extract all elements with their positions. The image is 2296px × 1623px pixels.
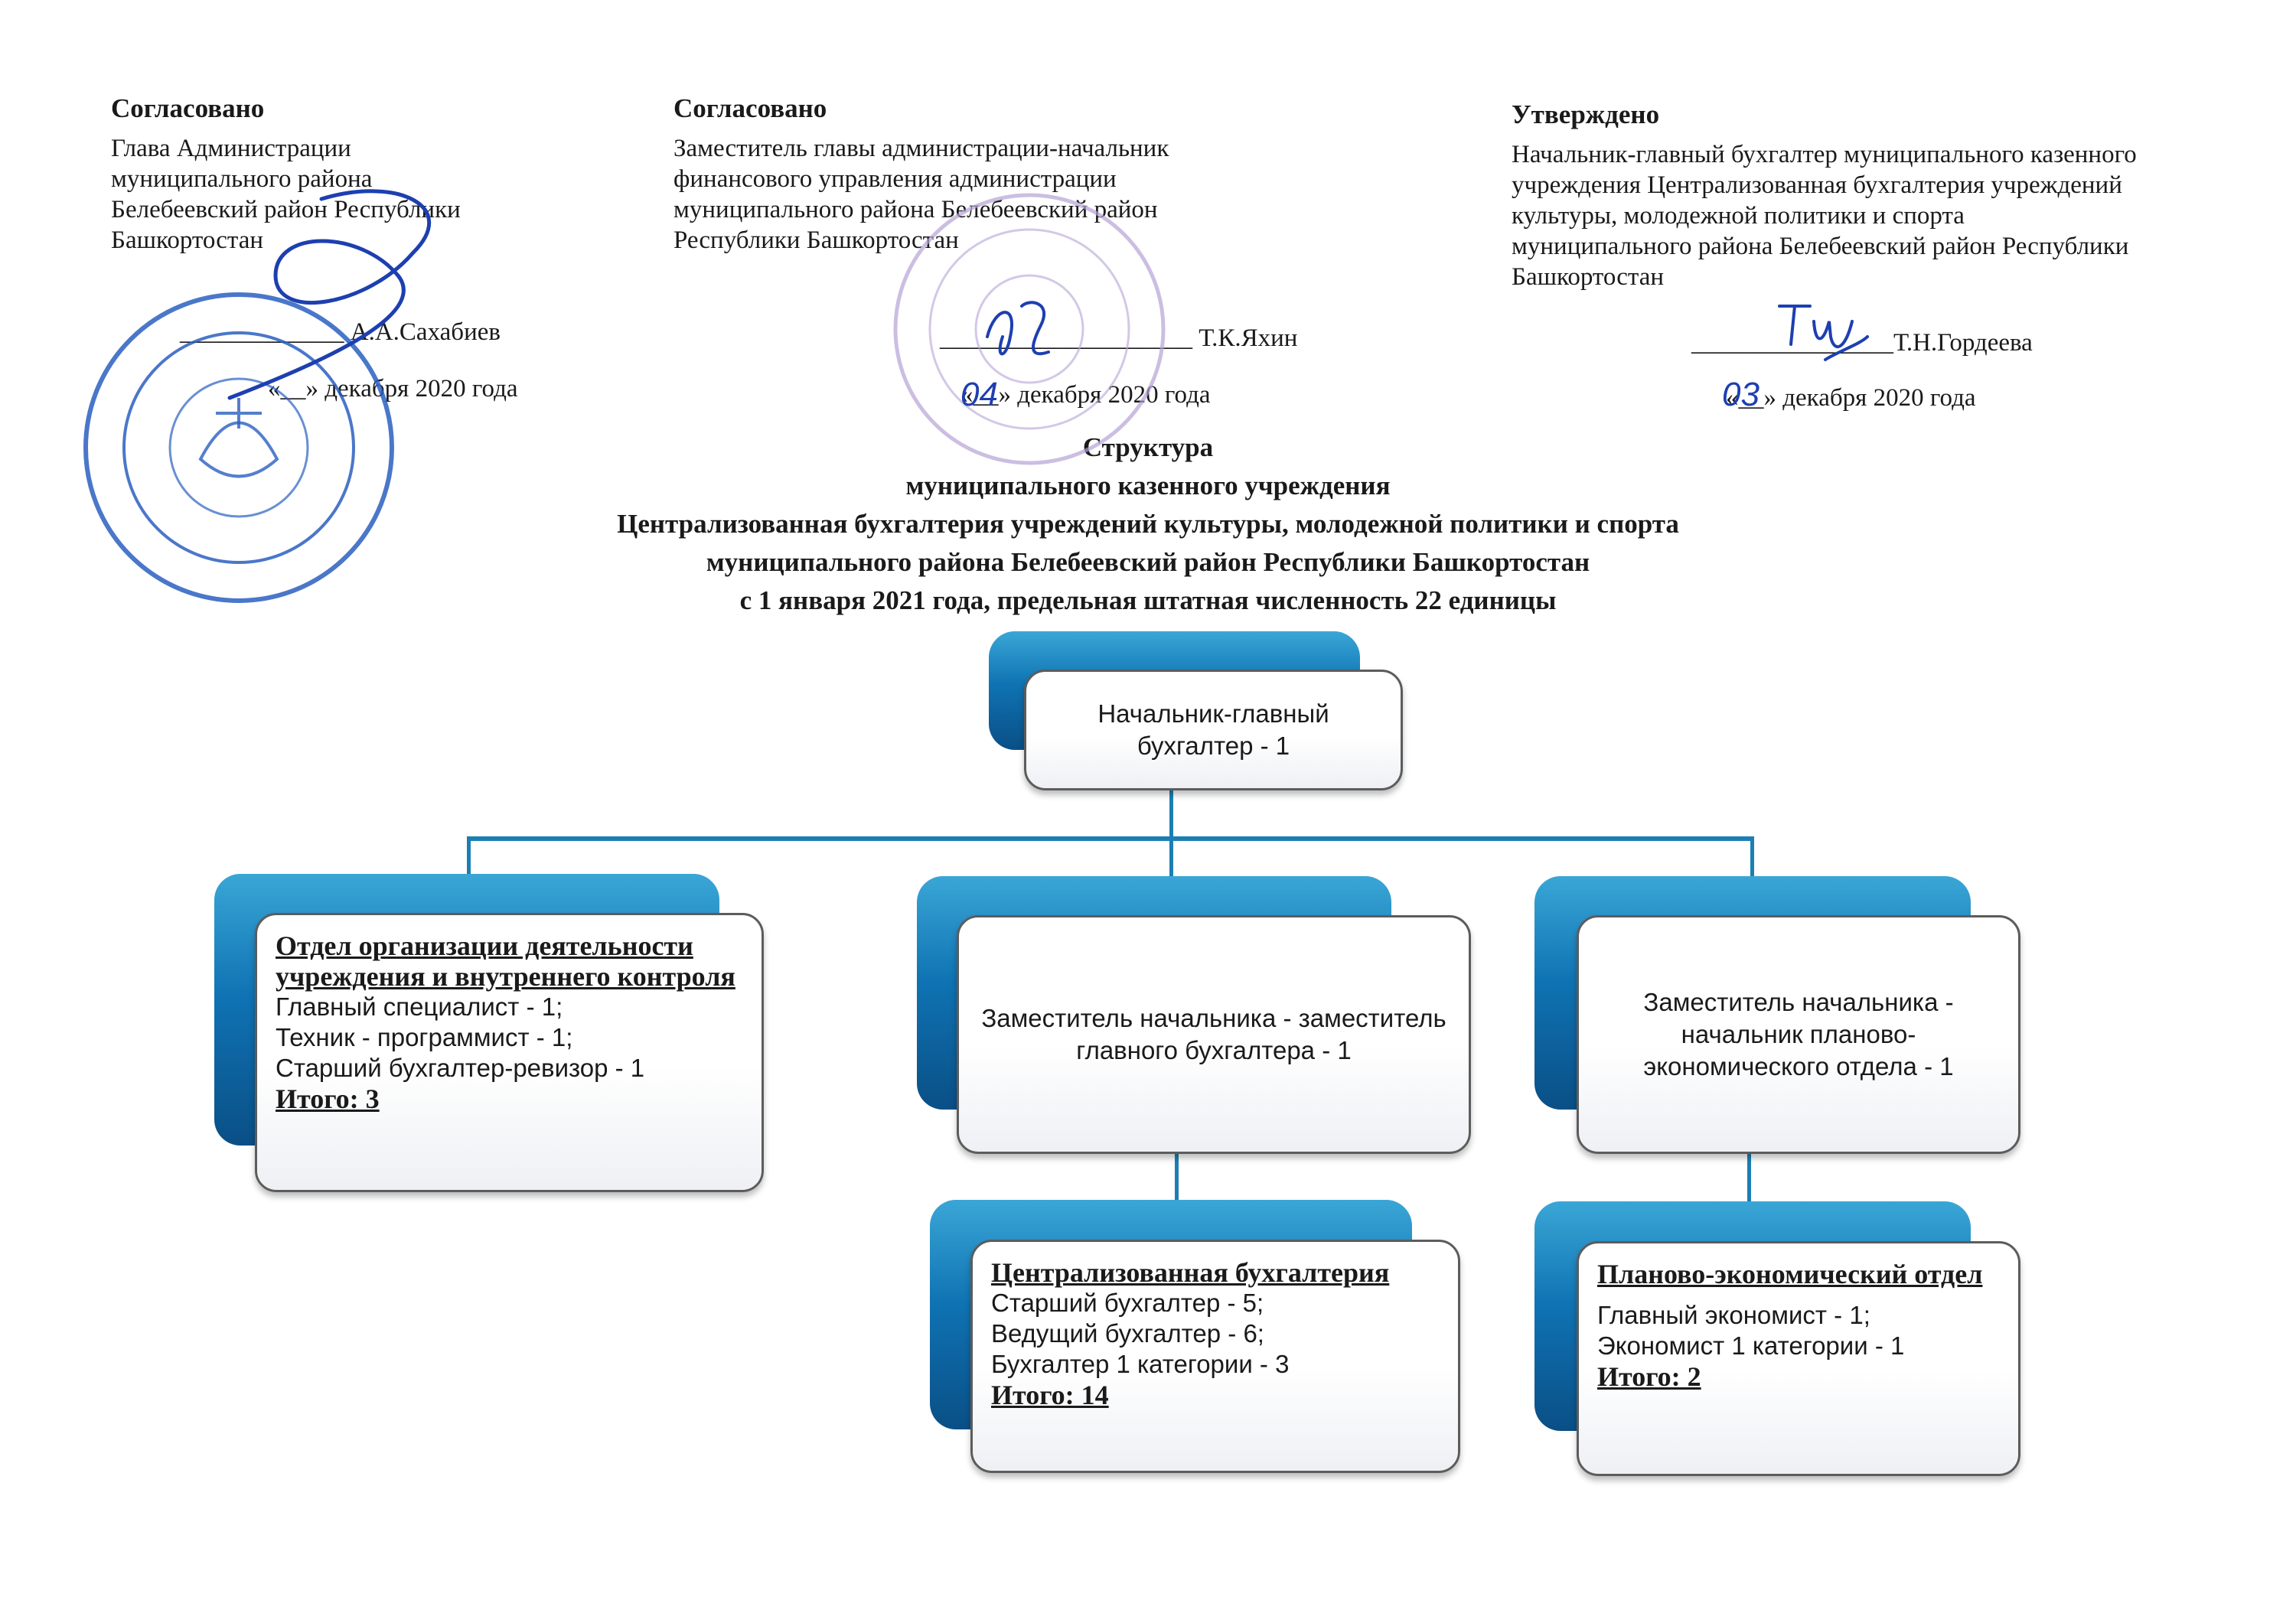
dept-total: Итого: 14 bbox=[991, 1380, 1109, 1410]
approval-heading: Утверждено bbox=[1512, 99, 1660, 129]
box-deputy-chief-accountant: Заместитель начальника - заместитель гла… bbox=[957, 915, 1471, 1154]
approval-line: учреждения Централизованная бухгалтерия … bbox=[1512, 171, 2122, 199]
handwritten-signature-sakhabiev bbox=[227, 189, 432, 400]
date-line-first: «__» декабря 2020 года bbox=[268, 375, 518, 402]
box-dept-planning: Планово-экономический отдел Главный экон… bbox=[1577, 1241, 2020, 1476]
staff-item: Старший бухгалтер-ревизор - 1 bbox=[276, 1054, 645, 1082]
approval-block-chief-accountant: Утверждено Начальник-главный бухгалтер м… bbox=[1512, 99, 2137, 292]
dept-name: Централизованная бухгалтерия bbox=[991, 1257, 1390, 1288]
connector-left-drop bbox=[467, 836, 471, 875]
box-deputy-planning: Заместитель начальника - начальник плано… bbox=[1577, 915, 2020, 1154]
approval-line: муниципального района bbox=[111, 165, 373, 193]
approval-line: муниципального района Белебеевский район bbox=[673, 196, 1158, 223]
document-title: Структура муниципального казенного учреж… bbox=[0, 429, 2296, 620]
dept-total: Итого: 3 bbox=[276, 1084, 380, 1114]
box-label: Заместитель начальника - начальник плано… bbox=[1643, 988, 1954, 1080]
approval-line: Глава Администрации bbox=[111, 135, 351, 162]
connector-middle-to-accounting bbox=[1175, 1152, 1179, 1201]
staff-item: Старший бухгалтер - 5; bbox=[991, 1289, 1264, 1317]
connector-right-to-planning bbox=[1747, 1152, 1751, 1201]
approval-heading: Согласовано bbox=[111, 93, 265, 123]
box-dept-control: Отдел организации деятельности учреждени… bbox=[255, 913, 764, 1192]
dept-total: Итого: 2 bbox=[1597, 1361, 1701, 1392]
staff-item: Бухгалтер 1 категории - 3 bbox=[991, 1350, 1290, 1378]
faint-seal-stamp bbox=[893, 193, 1166, 465]
connector-middle-drop bbox=[1169, 836, 1173, 876]
approval-block-finance-deputy: Согласовано Заместитель главы администра… bbox=[673, 93, 1169, 256]
connector-right-drop bbox=[1750, 836, 1754, 876]
approval-line: Заместитель главы администрации-начальни… bbox=[673, 135, 1169, 162]
approval-line: культуры, молодежной политики и спорта bbox=[1512, 202, 1965, 230]
box-label: Заместитель начальника - заместитель гла… bbox=[981, 1004, 1446, 1064]
approval-block-head-of-administration: Согласовано Глава Администрации муниципа… bbox=[111, 93, 461, 256]
title-line: Структура bbox=[1082, 432, 1214, 462]
handwritten-signature-gordeeva bbox=[1778, 305, 1869, 361]
round-seal-stamp bbox=[83, 292, 394, 603]
handwritten-date-03: 03 bbox=[1722, 376, 1760, 413]
approval-line: муниципального района Белебеевский район… bbox=[1512, 233, 2129, 260]
connector-root-down bbox=[1169, 788, 1173, 839]
connector-horizontal-bus bbox=[467, 836, 1754, 841]
title-line: Централизованная бухгалтерия учреждений … bbox=[617, 509, 1679, 539]
staff-item: Ведущий бухгалтер - 6; bbox=[991, 1319, 1264, 1348]
handwritten-date-04: 04 bbox=[960, 376, 998, 413]
title-line: с 1 января 2021 года, предельная штатная… bbox=[739, 585, 1557, 615]
approval-line: Республики Башкортостан bbox=[673, 227, 959, 254]
handwritten-signature-yakhin bbox=[986, 301, 1050, 356]
title-line: муниципального района Белебеевский район… bbox=[706, 547, 1590, 577]
approval-heading: Согласовано bbox=[673, 93, 827, 123]
approval-line: Башкортостан bbox=[111, 227, 264, 254]
staff-item: Техник - программист - 1; bbox=[276, 1023, 573, 1051]
signature-line-gordeeva: ________________Т.Н.Гордеева bbox=[1691, 329, 2033, 357]
box-head-chief-accountant: Начальник-главный бухгалтер - 1 bbox=[1024, 670, 1403, 790]
date-line-third: «__» декабря 2020 года bbox=[1726, 384, 1976, 412]
title-line: муниципального казенного учреждения bbox=[905, 471, 1391, 500]
approval-line: финансового управления администрации bbox=[673, 165, 1117, 193]
box-dept-accounting: Централизованная бухгалтерия Старший бух… bbox=[970, 1240, 1460, 1473]
box-label: Начальник-главный бухгалтер - 1 bbox=[1097, 699, 1329, 760]
approval-line: Белебеевский район Республики bbox=[111, 196, 461, 223]
dept-name: Отдел организации деятельности учреждени… bbox=[276, 930, 735, 992]
dept-name: Планово-экономический отдел bbox=[1597, 1259, 1983, 1289]
approval-line: Башкортостан bbox=[1512, 263, 1665, 291]
staff-item: Главный экономист - 1; bbox=[1597, 1301, 1870, 1329]
staff-item: Главный специалист - 1; bbox=[276, 992, 563, 1021]
approval-line: Начальник-главный бухгалтер муниципально… bbox=[1512, 141, 2137, 168]
staff-item: Экономист 1 категории - 1 bbox=[1597, 1331, 1905, 1360]
date-line-second: «__» декабря 2020 года bbox=[960, 381, 1211, 409]
